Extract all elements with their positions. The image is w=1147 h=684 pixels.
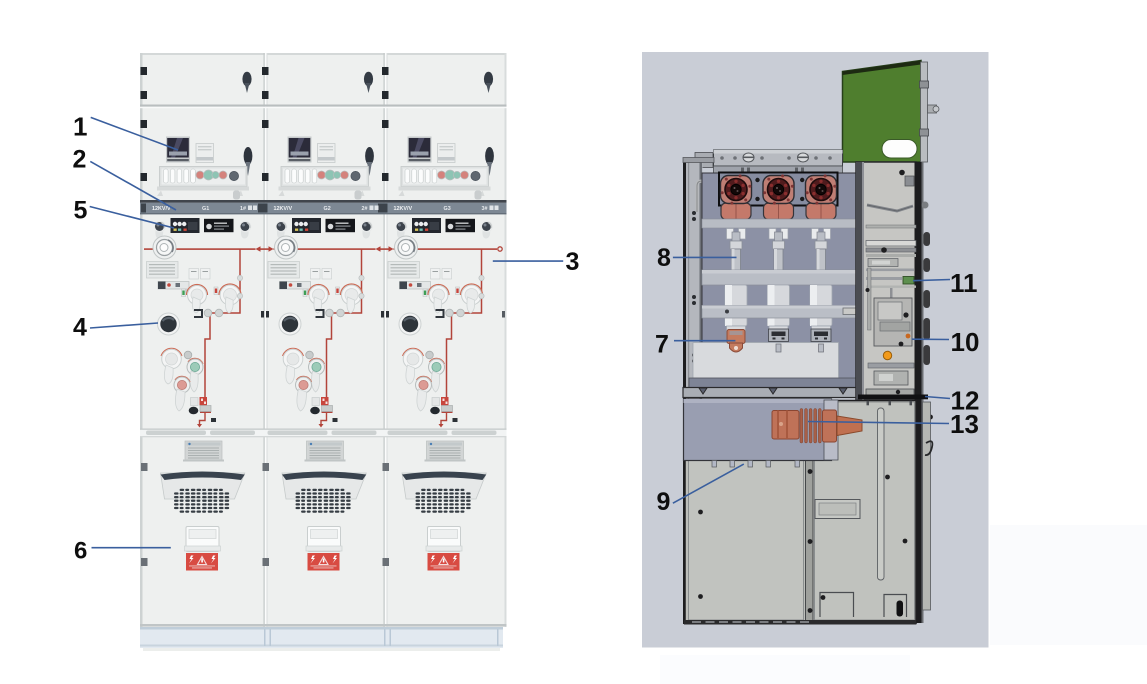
svg-text:3#: 3#	[482, 206, 488, 212]
svg-text:12KV/V: 12KV/V	[394, 206, 413, 212]
svg-text:8: 8	[657, 244, 671, 272]
svg-text:7: 7	[655, 331, 669, 359]
svg-text:1: 1	[73, 112, 87, 142]
svg-text:G3: G3	[444, 206, 451, 212]
svg-text:2#: 2#	[362, 206, 368, 212]
svg-text:G2: G2	[324, 206, 331, 212]
svg-text:3: 3	[566, 248, 580, 276]
svg-text:4: 4	[73, 314, 87, 342]
svg-text:11: 11	[950, 268, 978, 298]
svg-text:9: 9	[657, 488, 671, 516]
svg-text:1#: 1#	[240, 206, 246, 212]
svg-text:G1: G1	[202, 206, 209, 212]
svg-text:12KV/V: 12KV/V	[152, 206, 171, 212]
svg-text:10: 10	[951, 327, 980, 357]
svg-text:12: 12	[951, 386, 980, 416]
svg-text:2: 2	[73, 146, 87, 174]
svg-text:6: 6	[74, 538, 87, 565]
svg-text:12KV/V: 12KV/V	[274, 206, 293, 212]
svg-text:5: 5	[74, 197, 88, 225]
svg-text:13: 13	[950, 409, 979, 439]
